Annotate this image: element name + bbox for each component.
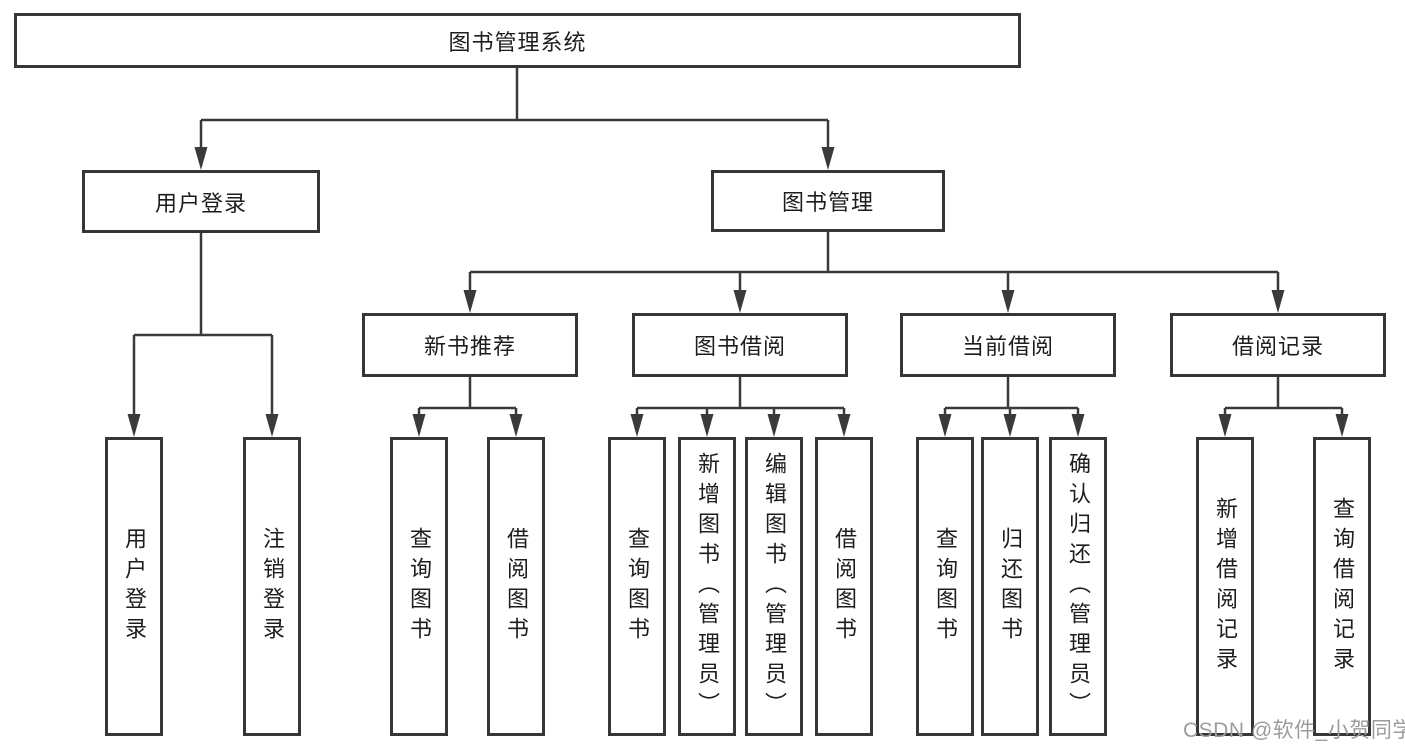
- csdn-watermark: CSDN @软件_小贺同学: [1183, 719, 1405, 742]
- leaf-borrow-edit-book-admin: 编辑图书（管理员）: [745, 437, 803, 736]
- leaf-logout-label: 注销登录: [260, 526, 285, 647]
- leaf-records-query-record: 查询借阅记录: [1313, 437, 1371, 736]
- leaf-borrow-add-book-admin-label: 新增图书（管理员）: [695, 451, 720, 722]
- node-borrow-records-label: 借阅记录: [1231, 334, 1324, 359]
- node-root: 图书管理系统: [14, 13, 1021, 68]
- leaf-borrow-borrow-book-label: 借阅图书: [832, 526, 857, 647]
- node-book-borrow-label: 图书借阅: [693, 334, 786, 359]
- leaf-current-return-book-label: 归还图书: [998, 526, 1023, 647]
- leaf-current-query-book-label: 查询图书: [933, 526, 958, 647]
- connector-user-login: [134, 233, 272, 337]
- connector-new-book: [419, 377, 516, 410]
- arrowheads: [127, 147, 1349, 437]
- leaf-borrow-edit-book-admin-label: 编辑图书（管理员）: [762, 451, 787, 722]
- node-borrow-records: 借阅记录: [1170, 313, 1386, 377]
- leaf-newrec-borrow-book: 借阅图书: [487, 437, 545, 736]
- leaf-records-add-record: 新增借阅记录: [1196, 437, 1254, 736]
- node-root-label: 图书管理系统: [448, 29, 587, 55]
- node-current-borrow: 当前借阅: [900, 313, 1116, 377]
- connector-current-borrow: [945, 377, 1078, 410]
- leaf-current-return-book: 归还图书: [981, 437, 1039, 736]
- node-user-login: 用户登录: [82, 170, 320, 233]
- connector-borrow-records: [1225, 377, 1342, 410]
- node-new-book-rec: 新书推荐: [362, 313, 578, 377]
- leaf-borrow-add-book-admin: 新增图书（管理员）: [678, 437, 736, 736]
- node-book-mgmt: 图书管理: [711, 170, 945, 232]
- leaf-newrec-query-book-label: 查询图书: [407, 526, 432, 647]
- node-user-login-label: 用户登录: [154, 190, 247, 216]
- node-book-borrow: 图书借阅: [632, 313, 848, 377]
- leaf-records-query-record-label: 查询借阅记录: [1330, 496, 1355, 677]
- leaf-newrec-query-book: 查询图书: [390, 437, 448, 736]
- node-new-book-rec-label: 新书推荐: [423, 334, 516, 359]
- connector-root: [201, 67, 828, 122]
- node-current-borrow-label: 当前借阅: [961, 334, 1054, 359]
- leaf-user-login-label: 用户登录: [122, 526, 147, 647]
- node-book-mgmt-label: 图书管理: [781, 190, 874, 215]
- leaf-logout: 注销登录: [243, 437, 301, 736]
- leaf-newrec-borrow-book-label: 借阅图书: [504, 526, 529, 647]
- leaf-borrow-query-book-label: 查询图书: [625, 526, 650, 647]
- leaf-current-confirm-return-admin-label: 确认归还（管理员）: [1066, 451, 1091, 722]
- leaf-records-add-record-label: 新增借阅记录: [1213, 496, 1238, 677]
- leaf-current-confirm-return-admin: 确认归还（管理员）: [1049, 437, 1107, 736]
- connector-book-borrow: [637, 377, 844, 410]
- leaf-current-query-book: 查询图书: [916, 437, 974, 736]
- connector-book-mgmt: [470, 232, 1278, 274]
- leaf-borrow-borrow-book: 借阅图书: [815, 437, 873, 736]
- leaf-borrow-query-book: 查询图书: [608, 437, 666, 736]
- arrow-stems: [132, 120, 1344, 416]
- leaf-user-login: 用户登录: [105, 437, 163, 736]
